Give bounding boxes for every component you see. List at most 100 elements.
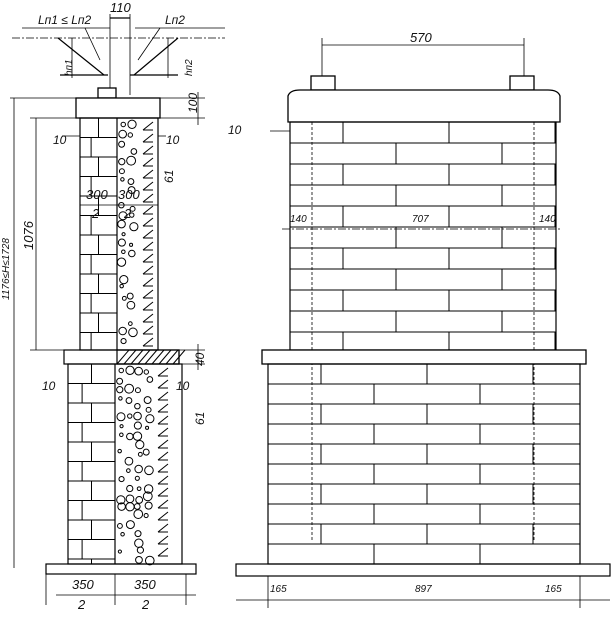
lower-hatch-stroke bbox=[157, 415, 169, 425]
lower-hatch-stroke bbox=[157, 451, 169, 461]
upper-rubble-stone bbox=[128, 327, 138, 338]
label-hp2: hп2 bbox=[184, 59, 195, 76]
upper-rubble-stone bbox=[127, 119, 137, 129]
upper-hatch-stroke bbox=[142, 145, 154, 155]
lower-rubble-stone bbox=[145, 406, 152, 413]
lower-rubble-stone bbox=[143, 484, 154, 494]
upper-hatch-stroke bbox=[142, 241, 154, 251]
upper-rubble-stone bbox=[118, 140, 126, 148]
lower-rubble-stone bbox=[124, 456, 134, 466]
lower-rubble-stone bbox=[133, 503, 141, 510]
upper-rubble-stone bbox=[118, 129, 127, 139]
lower-rubble-stone bbox=[145, 414, 155, 424]
lower-rubble-stone bbox=[118, 367, 124, 374]
lower-rubble-stone bbox=[144, 555, 155, 566]
upper-rubble-stone bbox=[129, 205, 136, 212]
slab-hatch-stroke bbox=[123, 349, 137, 365]
upper-hatch-stroke bbox=[142, 157, 154, 167]
dim-elev-base-left-165: 165 bbox=[270, 584, 287, 595]
dim-total-height-range: 1176≤H≤1728 bbox=[1, 238, 12, 300]
upper-rubble-stone bbox=[117, 219, 126, 229]
lower-rubble-stone bbox=[133, 411, 142, 421]
dim-elev-upper-mid-707: 707 bbox=[412, 214, 429, 225]
lower-rubble-stone bbox=[118, 475, 125, 483]
lower-rubble-stone bbox=[133, 421, 142, 430]
lower-rubble-stone bbox=[136, 546, 145, 554]
lower-rubble-stone bbox=[143, 369, 150, 375]
lower-rubble-stone bbox=[117, 523, 123, 529]
dim-top-width: 110 bbox=[110, 0, 131, 15]
upper-rubble-stone bbox=[119, 275, 129, 285]
upper-rubble-stone bbox=[120, 177, 125, 182]
lower-hatch-stroke bbox=[157, 547, 169, 557]
lower-rubble-stone bbox=[126, 468, 131, 473]
lower-rubble-stone bbox=[134, 475, 140, 481]
upper-hatch-stroke bbox=[142, 133, 154, 143]
lower-hatch-stroke bbox=[157, 499, 169, 509]
upper-rubble-stone bbox=[129, 212, 135, 218]
section-view: Lп1 ≤ Lп2 Lп2 110 hп1 hп2 100 10 10 61 3… bbox=[1, 0, 225, 612]
dim-elev-base-mid-897: 897 bbox=[415, 584, 432, 595]
dim-lower-bricks-left: 2 bbox=[77, 597, 86, 612]
upper-rubble-stone bbox=[121, 249, 126, 255]
upper-rubble-stone bbox=[130, 148, 138, 155]
lower-rubble-stone bbox=[117, 502, 126, 511]
lower-rubble-stone bbox=[125, 365, 135, 375]
upper-hatch-stroke bbox=[142, 301, 154, 311]
lower-rubble-stone bbox=[125, 494, 135, 504]
lower-hatch-stroke bbox=[157, 439, 169, 449]
dim-upper-bricks-right: 2 bbox=[123, 206, 132, 221]
lower-rubble-stone bbox=[119, 432, 124, 438]
upper-rubble-stone bbox=[126, 292, 134, 300]
upper-rubble-stone bbox=[129, 222, 139, 232]
dim-upper-joint-left: 10 bbox=[53, 133, 67, 147]
upper-hatch-stroke bbox=[142, 337, 154, 347]
lower-rubble-stone bbox=[126, 432, 134, 441]
lower-hatch-stroke bbox=[157, 463, 169, 473]
upper-rubble-stone bbox=[127, 178, 135, 185]
upper-rubble-stone bbox=[127, 132, 134, 138]
lower-rubble-stone bbox=[119, 424, 124, 429]
upper-rubble-stone bbox=[117, 238, 126, 247]
label-lp1-lp2: Lп1 ≤ Lп2 bbox=[38, 13, 91, 27]
lower-rubble-stone bbox=[146, 376, 154, 383]
lower-rubble-stone bbox=[133, 509, 144, 519]
upper-rubble-stone bbox=[127, 186, 136, 194]
lower-rubble-stone bbox=[127, 413, 133, 419]
upper-hatch-stroke bbox=[142, 169, 154, 179]
dim-lower-width-right: 350 bbox=[134, 577, 156, 592]
slab-hatch-stroke bbox=[158, 349, 172, 365]
lower-hatch-stroke bbox=[157, 487, 169, 497]
upper-hatch-stroke bbox=[142, 121, 154, 131]
dim-slab-40: 40 bbox=[193, 352, 207, 366]
upper-rubble-stone bbox=[126, 300, 136, 310]
upper-hatch-stroke bbox=[142, 313, 154, 323]
dim-lower-61: 61 bbox=[193, 412, 207, 425]
dim-lower-width-left: 350 bbox=[72, 577, 94, 592]
lower-rubble-stone bbox=[134, 538, 144, 548]
lower-rubble-stone bbox=[117, 549, 122, 554]
lower-rubble-stone bbox=[143, 396, 152, 404]
dim-lower-joint-left: 10 bbox=[42, 379, 56, 393]
lower-rubble-stone bbox=[120, 532, 125, 537]
dim-upper-width-left: 300 bbox=[86, 187, 108, 202]
lower-rubble-stone bbox=[126, 484, 134, 493]
upper-hatch-stroke bbox=[142, 181, 154, 191]
lower-rubble-stone bbox=[134, 402, 141, 410]
lower-hatch-stroke bbox=[157, 475, 169, 485]
dim-elev-upper-right-140: 140 bbox=[539, 214, 556, 225]
lower-rubble-stone bbox=[125, 520, 135, 530]
slab-hatch-stroke bbox=[172, 349, 186, 365]
lower-hatch-stroke bbox=[157, 379, 169, 389]
lower-hatch-stroke bbox=[157, 523, 169, 533]
lower-hatch-stroke bbox=[157, 403, 169, 413]
lower-rubble-stone bbox=[142, 491, 153, 502]
dim-upper-bricks-left: 2 bbox=[91, 206, 100, 221]
lower-rubble-stone bbox=[132, 431, 143, 441]
upper-rubble-stone bbox=[121, 295, 127, 301]
slab-hatch-stroke bbox=[137, 349, 151, 365]
dim-upper-width-right: 300 bbox=[118, 187, 140, 202]
lower-rubble-stone bbox=[124, 383, 135, 394]
upper-hatch-stroke bbox=[142, 217, 154, 227]
